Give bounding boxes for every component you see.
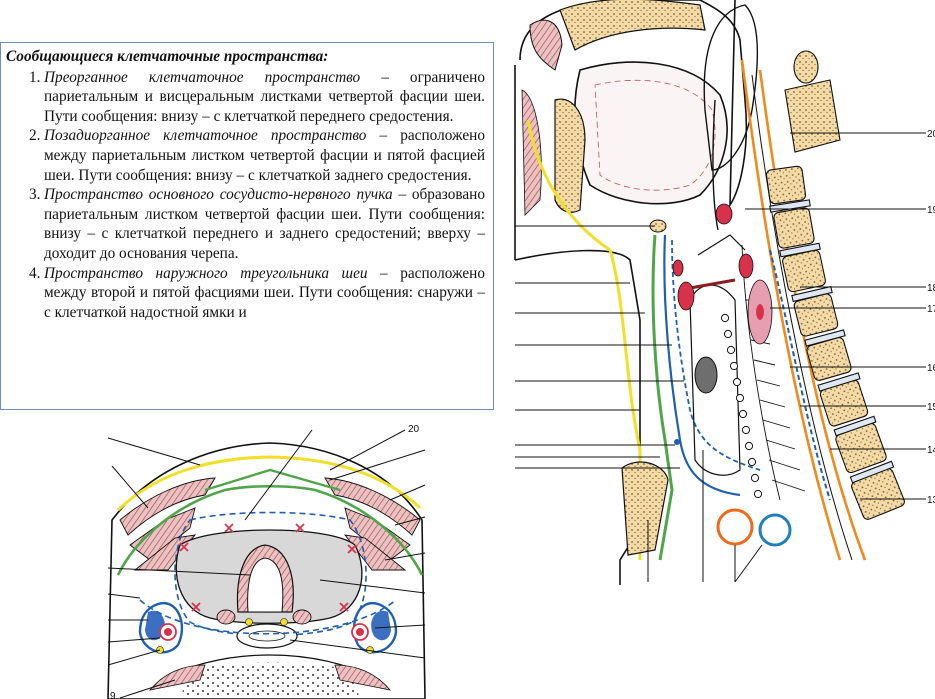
vessel-ring-blue: [758, 513, 792, 547]
palate-bone: [559, 0, 706, 51]
thyroid-cartilage: [694, 356, 718, 394]
sternum: [621, 461, 669, 556]
vertebra-cs: [180, 662, 360, 699]
tonsil: [715, 203, 733, 225]
sagittal-section: 20 19 18 17 16 15 14 13: [514, 0, 935, 585]
esophagus: [236, 623, 298, 649]
cross-label-9: 9: [110, 691, 116, 699]
fascia-orange-1: [740, 59, 842, 561]
tracheal-rings: [720, 313, 763, 499]
cross-section: 20 9: [107, 424, 426, 699]
cross-label-lines: [107, 429, 426, 699]
sagittal-label-17: 17: [927, 304, 935, 315]
vertebral-column: [765, 50, 905, 520]
label-lines-right: [745, 132, 926, 500]
text-box: Сообщающиеся клетчаточные пространства: …: [0, 42, 494, 410]
sagittal-label-20: 20: [927, 129, 935, 140]
sagittal-label-18: 18: [927, 283, 935, 294]
cross-label-20-partial: 20: [408, 424, 420, 435]
fascia-green: [651, 234, 674, 561]
mandible: [554, 98, 586, 213]
list-item-3: 3.Пространство основного сосудисто-нервн…: [29, 186, 485, 262]
text-heading: Сообщающиеся клетчаточные пространства:: [6, 48, 329, 65]
sagittal-label-16: 16: [927, 363, 935, 374]
fascia-yellow: [526, 119, 642, 560]
sagittal-label-15: 15: [927, 402, 935, 413]
fascia-yellow-cs: [116, 455, 422, 512]
sagittal-label-14: 14: [927, 445, 935, 456]
label-lines-left: [515, 225, 763, 583]
fascia-blue: [663, 234, 741, 497]
list-item-4: 4.Пространство наружного треугольника ше…: [29, 264, 485, 321]
septa-markers: [179, 523, 357, 612]
sagittal-label-13: 13: [927, 495, 935, 506]
list-item-2: 2.Позадиорганное клетчаточное пространст…: [29, 127, 485, 184]
sagittal-label-19: 19: [927, 205, 935, 216]
vessel-ring-orange: [716, 508, 754, 546]
list-item-1: 1.Преорганное клетчаточное пространство …: [29, 68, 485, 125]
